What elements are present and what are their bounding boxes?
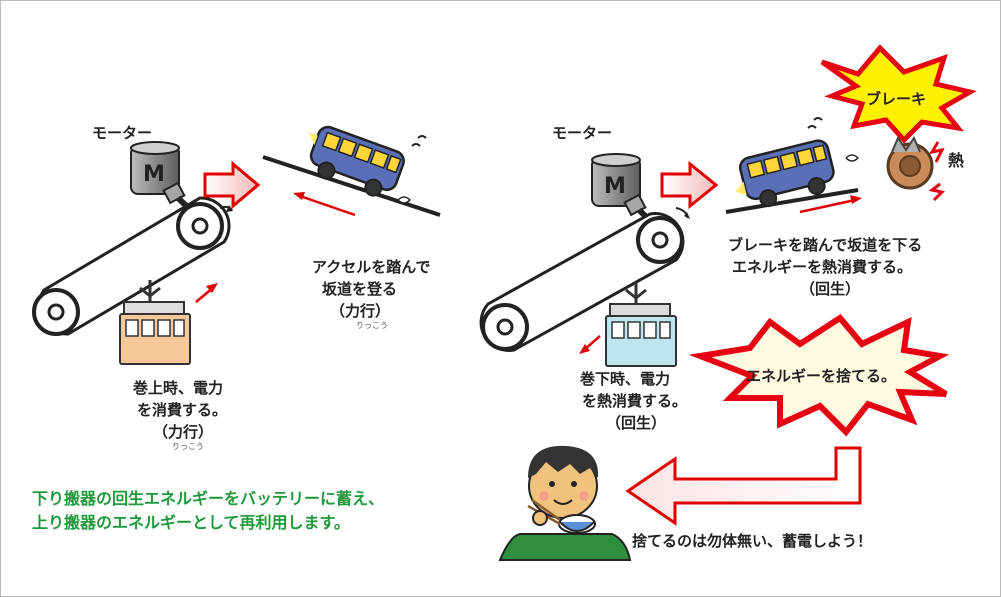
left-gondola [119,280,191,365]
left-motor: M [130,141,199,218]
left-lift-mode: （力行） [153,423,213,441]
green-message-line-2: 上り搬器のエネルギーとして再利用します。 [32,513,350,532]
left-lift-caption-1: 巻上時、電力 [132,379,223,397]
left-hill-caption-2: 坂道を登る [322,280,397,298]
right-slope-arrow [799,195,862,214]
left-motor-letter: M [143,162,165,187]
left-lift-ruby: りっこう [172,442,204,451]
right-gondola [605,282,677,367]
brake-disc-icon [886,135,946,202]
right-panel: モーター M [479,44,977,437]
left-slope [262,155,441,217]
right-belt-conveyor [479,207,690,352]
left-exhaust-puff [397,196,412,204]
brake-burst-label: ブレーキ [866,90,926,108]
left-lift-caption-2: を消費する。 [137,401,227,419]
recycle-arrow [625,446,862,526]
slogan-text: 捨てるのは勿体無い、蓄電しよう！ [632,532,872,550]
waste-burst-label: エネルギーを捨てる。 [746,367,896,385]
right-lift-caption-2: を熱消費する。 [582,392,687,410]
left-motor-label: モーター [92,124,152,142]
right-exhaust-puff [845,154,860,162]
left-belt-conveyor [32,196,233,336]
right-bus-descending [735,139,835,208]
right-to-hill-arrow [660,160,719,210]
right-hill-mode: （回生） [800,280,860,298]
left-bus-effort-marks [411,135,427,147]
right-lift-caption-1: 巻下時、電力 [579,370,670,388]
right-slope [725,188,859,214]
bottom-section: 下り搬器の回生エネルギーをバッテリーに蓄え、 上り搬器のエネルギーとして再利用し… [32,445,872,561]
right-hill-caption-1: ブレーキを踏んで坂道を下る [728,236,922,254]
person-eating-rice-icon [498,445,632,561]
left-to-hill-arrow [203,160,261,210]
green-message-line-1: 下り搬器の回生エネルギーをバッテリーに蓄え、 [32,489,384,508]
heat-label: 熱 [948,151,964,170]
brake-burst: ブレーキ [820,44,977,144]
right-bus-marks [807,117,823,129]
right-lift-mode: （回生） [606,414,666,432]
right-motor-label: モーター [552,124,612,142]
waste-energy-burst: エネルギーを捨てる。 [688,314,950,437]
left-hill-caption-1: アクセルを踏んで [312,258,431,276]
left-hill-mode: （力行） [330,302,390,320]
left-slope-arrow [293,192,356,217]
left-up-arrow [195,283,218,303]
right-hill-caption-2: エネルギーを熱消費する。 [732,258,912,276]
right-down-arrow [579,335,601,354]
right-motor: M [591,153,659,229]
left-panel: モーター M [32,124,441,451]
right-motor-letter: M [604,174,626,199]
left-hill-ruby: りっこう [356,321,388,330]
left-bus-climbing [308,125,405,197]
